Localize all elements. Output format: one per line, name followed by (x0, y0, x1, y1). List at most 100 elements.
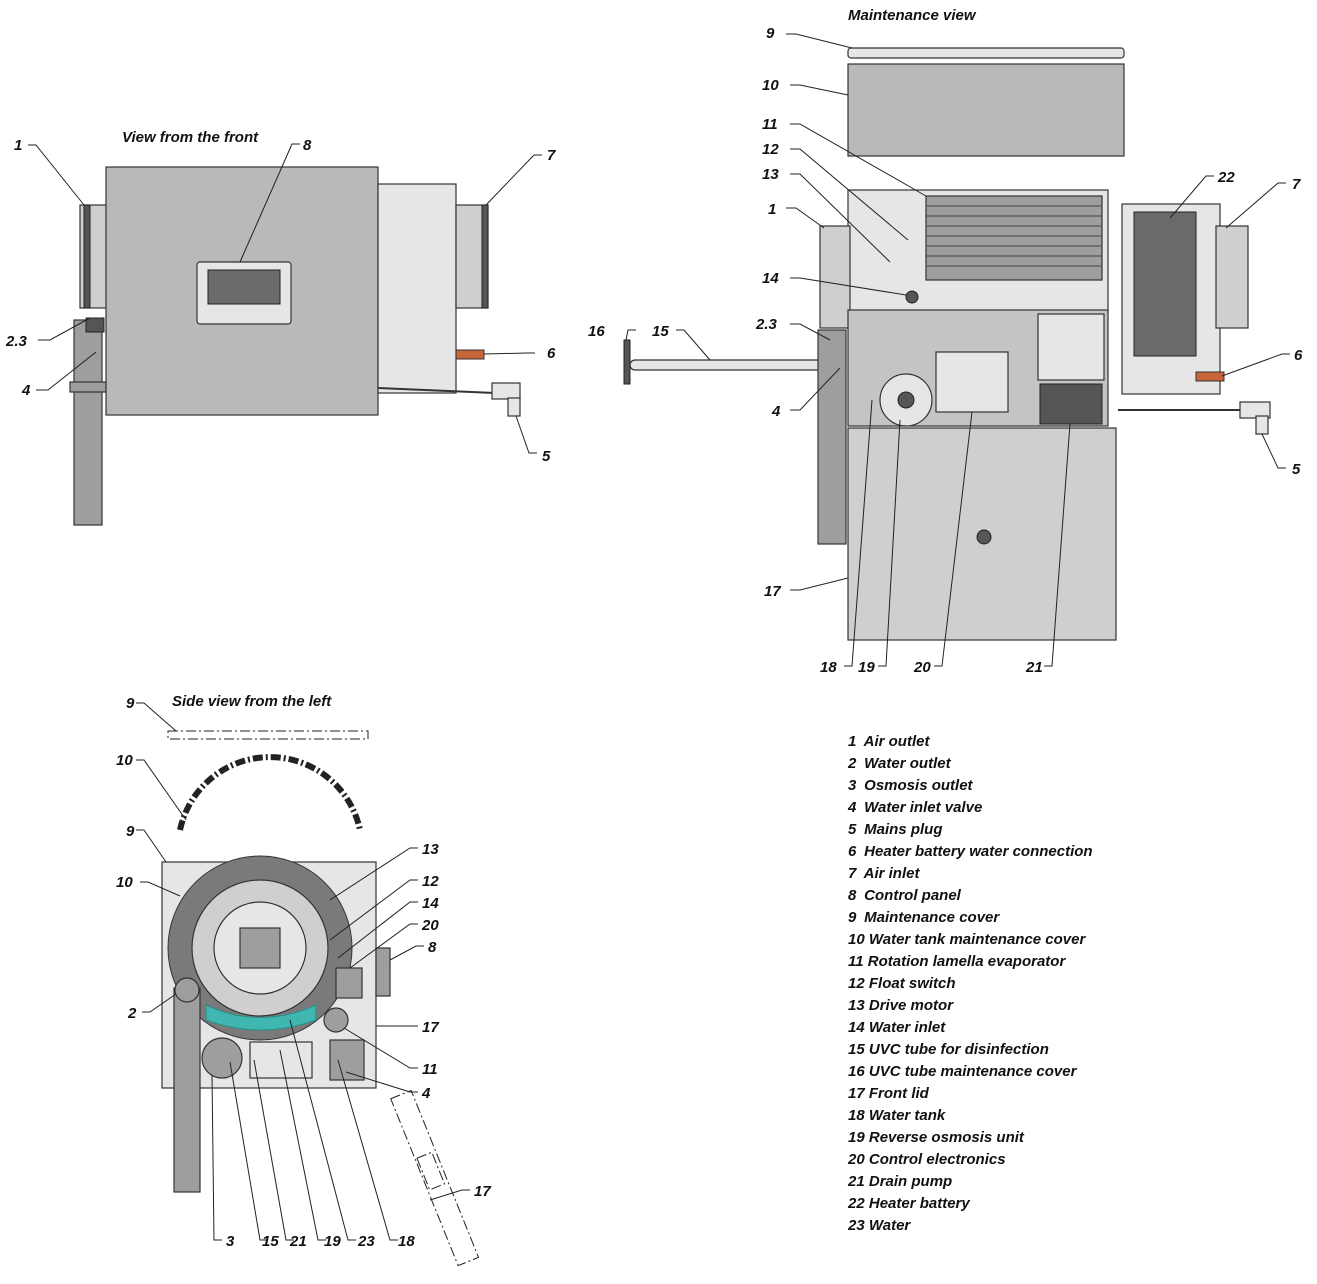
maint-callout-15: 15 (652, 323, 669, 340)
legend-item: 7 Air inlet (848, 863, 1268, 885)
side-cover-9-ghost (167, 730, 369, 740)
legend-number: 22 (848, 1195, 865, 1212)
maint-uvc-tube (629, 359, 831, 371)
side-control-panel (375, 947, 391, 997)
front-callout-5: 5 (542, 448, 551, 465)
side-leader-10b (140, 881, 181, 897)
legend-number: 3 (848, 777, 857, 794)
legend-item: 13 Drive motor (848, 995, 1268, 1017)
side-callout-20: 20 (421, 917, 439, 934)
maint-air-inlet (1215, 225, 1249, 329)
front-leader-2-3 (38, 317, 91, 341)
legend-item: 10 Water tank maintenance cover (848, 929, 1268, 951)
front-leader-7 (485, 154, 542, 206)
front-callout-7: 7 (547, 147, 556, 164)
front-valve (85, 317, 105, 333)
maint-callout-1: 1 (768, 201, 776, 218)
legend-text: Front lid (868, 1085, 929, 1102)
maint-leader-10 (790, 84, 849, 96)
front-heater-connection (455, 349, 485, 360)
front-side-housing (377, 183, 457, 394)
maint-heater-battery (1133, 211, 1197, 357)
maint-callout-7: 7 (1292, 176, 1301, 193)
maint-osmosis-core (897, 391, 915, 409)
maint-leader-17 (790, 577, 849, 591)
legend-text: UVC tube maintenance cover (868, 1063, 1077, 1080)
front-pipe-bracket (69, 381, 109, 393)
legend-item: 18 Water tank (848, 1105, 1268, 1127)
side-view: Side view from the left (116, 693, 491, 1267)
legend-text: Float switch (868, 975, 956, 992)
side-callout-10b: 10 (116, 874, 133, 891)
front-callout-6: 6 (547, 345, 556, 362)
maint-leader-14 (790, 277, 907, 296)
front-leader-4 (36, 351, 97, 391)
maint-callout-17: 17 (764, 583, 781, 600)
legend-number: 1 (848, 733, 857, 750)
side-callout-12: 12 (422, 873, 439, 890)
maint-pcb (1037, 313, 1105, 381)
side-leader-18 (337, 1059, 398, 1241)
legend-number: 12 (848, 975, 865, 992)
maint-air-outlet (819, 225, 851, 329)
maint-leader-12 (790, 148, 909, 241)
maint-leader-13 (790, 173, 891, 263)
legend-text: UVC tube for disinfection (868, 1041, 1049, 1058)
legend-item: 20 Control electronics (848, 1149, 1268, 1171)
front-callout-1: 1 (14, 137, 22, 154)
legend-text: Maintenance cover (864, 909, 1000, 926)
legend-item: 9 Maintenance cover (848, 907, 1268, 929)
maint-callout-16: 16 (588, 323, 605, 340)
maint-callout-5: 5 (1292, 461, 1301, 478)
maint-leader-18 (844, 399, 873, 667)
maint-callout-9: 9 (766, 25, 775, 42)
front-leader-8 (239, 143, 300, 263)
legend-item: 6 Heater battery water connection (848, 841, 1268, 863)
legend-number: 9 (848, 909, 857, 926)
maint-leader-6 (1221, 353, 1290, 377)
legend-item: 5 Mains plug (848, 819, 1268, 841)
legend-number: 10 (848, 931, 865, 948)
side-leader-20 (349, 923, 418, 969)
side-leader-23 (289, 1019, 356, 1241)
maint-callout-12: 12 (762, 141, 779, 158)
side-callout-17b: 17 (474, 1183, 491, 1200)
side-leader-19 (279, 1049, 326, 1241)
front-leader-6 (483, 352, 535, 355)
legend-number: 18 (848, 1107, 865, 1124)
maint-leader-20 (934, 411, 973, 667)
front-air-inlet-rim (481, 204, 489, 309)
side-leader-8 (389, 945, 424, 961)
legend-item: 12 Float switch (848, 973, 1268, 995)
side-leader-17b (429, 1189, 470, 1201)
legend-number: 7 (848, 865, 857, 882)
maint-leader-15 (676, 329, 711, 361)
front-cable (377, 387, 496, 394)
legend-item: 23 Water (848, 1215, 1268, 1237)
side-cover-10-ghost (177, 754, 363, 831)
side-leader-2 (142, 993, 177, 1013)
legend-text: Drain pump (868, 1173, 953, 1190)
front-leader-5 (515, 415, 537, 454)
maint-leader-2-3 (790, 323, 831, 341)
side-callout-21: 21 (289, 1233, 307, 1250)
maint-leader-16 (625, 329, 636, 341)
side-inlet-valve (323, 1007, 349, 1033)
side-callout-9b: 9 (126, 823, 135, 840)
side-leader-13 (329, 847, 418, 901)
side-leader-10a (136, 759, 187, 821)
legend-text: Air outlet (863, 733, 930, 750)
maint-plug (1239, 401, 1271, 419)
legend-number: 13 (848, 997, 865, 1014)
side-leader-11 (343, 1027, 418, 1069)
side-callout-3: 3 (226, 1233, 235, 1250)
maint-callout-4: 4 (771, 403, 781, 420)
maint-lid-knob (976, 529, 992, 545)
maint-callout-2-3: 2.3 (755, 316, 778, 333)
legend-number: 5 (848, 821, 857, 838)
legend-item: 16 UVC tube maintenance cover (848, 1061, 1268, 1083)
front-callout-4: 4 (21, 382, 31, 399)
legend-item: 17 Front lid (848, 1083, 1268, 1105)
